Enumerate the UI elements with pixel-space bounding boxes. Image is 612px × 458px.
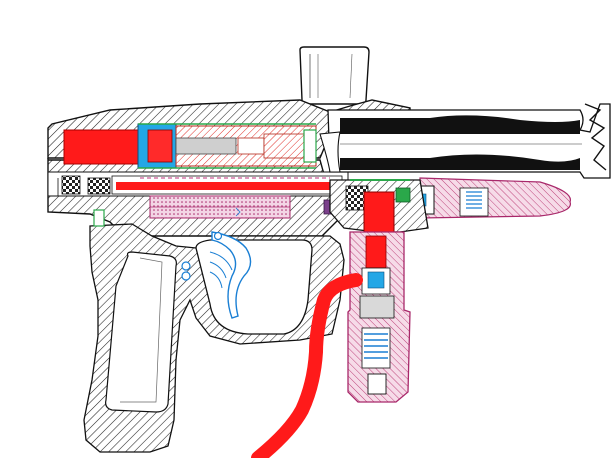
front-regulator xyxy=(407,177,571,219)
detail-lines xyxy=(47,160,241,217)
grip-panel xyxy=(105,251,177,413)
valve-body xyxy=(329,179,429,233)
trigger-guard xyxy=(195,239,313,335)
bolt-assembly xyxy=(63,123,317,169)
hammer xyxy=(111,175,343,219)
regulator xyxy=(347,231,411,403)
air-hose xyxy=(251,273,363,458)
barrel xyxy=(319,103,611,179)
trigger xyxy=(93,209,252,319)
feed-neck xyxy=(299,46,370,105)
